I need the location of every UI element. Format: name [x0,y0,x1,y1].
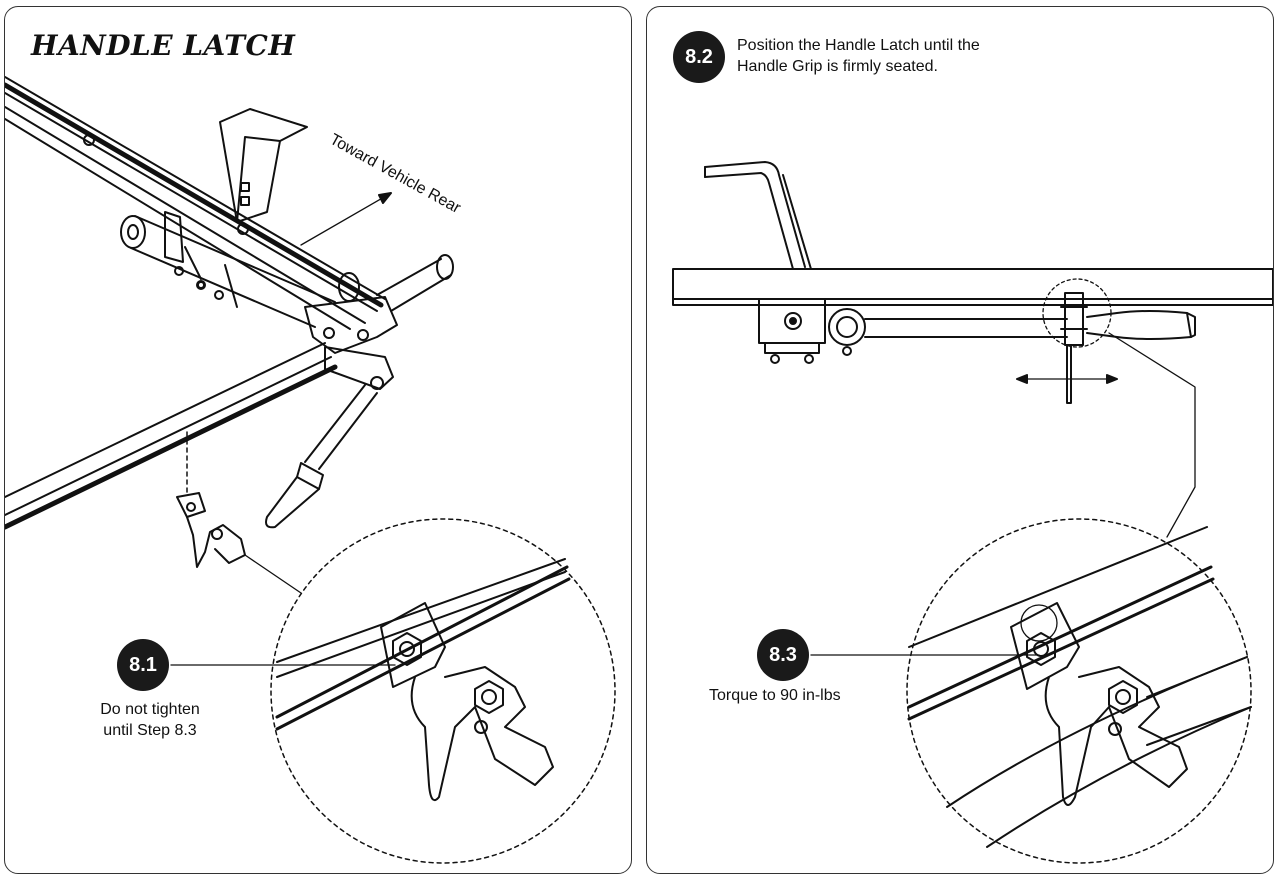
handle-grip-position-illustration [672,161,1273,864]
page-title: HANDLE LATCH [31,29,296,62]
latch-side-view [1060,292,1088,404]
clamp-block [758,298,826,364]
instruction-line: Handle Grip is firmly seated. [737,58,938,75]
step-number: 8.2 [685,45,713,68]
handle-latch-assembly-illustration [5,76,616,864]
handle-shaft [864,318,1068,338]
note-line: until Step 8.3 [103,722,197,739]
step-number: 8.3 [769,643,797,666]
handle-lever [704,161,812,270]
step-badge-8-3: 8.3 [757,629,809,681]
handle-grip [265,376,384,529]
step-note-8-1: Do not tighten until Step 8.3 [85,699,215,741]
tube-end [338,254,454,312]
step-badge-8-1: 8.1 [117,639,169,691]
detail-rail-closeup [907,526,1252,848]
mount-bracket [219,108,308,223]
junction-plate [304,296,398,390]
handle-tube [120,211,336,328]
right-instruction-panel: 8.2 Position the Handle Latch until the … [646,6,1274,874]
step-note-8-3: Torque to 90 in-lbs [709,687,841,704]
small-latch-part [176,492,246,568]
detail-latch-closeup [380,602,554,801]
step-number: 8.1 [129,653,157,676]
instruction-line: Position the Handle Latch until the [737,37,980,54]
hinge [828,308,866,356]
crossbar-rail [5,76,386,330]
step-badge-8-2: 8.2 [673,31,725,83]
note-line: Do not tighten [100,701,200,718]
movement-arrow [1016,374,1118,384]
left-instruction-panel: HANDLE LATCH Toward Vehicle Rear 8.1 Do … [4,6,632,874]
detail-rail-closeup [275,558,571,731]
step-text-8-2: Position the Handle Latch until the Hand… [737,35,980,77]
side-rail [5,342,338,530]
detail-latch-closeup [1010,602,1252,806]
handle-grip-side-view [1086,310,1196,340]
